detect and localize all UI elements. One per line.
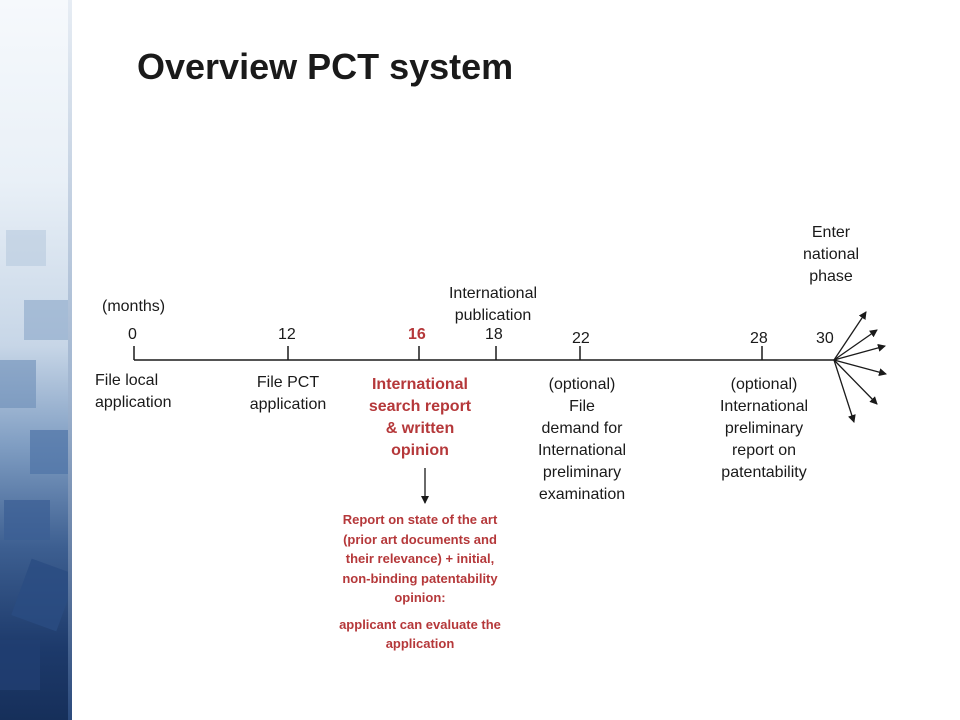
sidebar-edge bbox=[68, 0, 72, 720]
sidebar-shape bbox=[6, 230, 46, 266]
event-line: File PCT bbox=[256, 374, 320, 391]
sidebar-shape bbox=[24, 300, 68, 340]
tick-label-28: 28 bbox=[750, 330, 768, 347]
branch-arrow-5 bbox=[833, 359, 878, 405]
event-line: patentability bbox=[721, 464, 807, 481]
search-report-note: Report on state of the art (prior art do… bbox=[305, 510, 535, 654]
event-line: report on bbox=[731, 442, 797, 459]
event-line: application bbox=[95, 394, 172, 411]
branch-arrow-1 bbox=[833, 311, 867, 361]
note-line: Report on state of the art bbox=[342, 512, 498, 527]
event-line: national bbox=[802, 246, 860, 263]
sidebar-shape bbox=[4, 500, 50, 540]
event-line: International bbox=[537, 442, 627, 459]
event-line: International bbox=[448, 285, 538, 302]
branch-arrow-2 bbox=[833, 329, 878, 361]
axis-unit-label: (months) bbox=[102, 298, 166, 315]
sidebar-shape bbox=[0, 360, 36, 408]
event-line: (optional) bbox=[548, 376, 616, 393]
event-line: opinion bbox=[391, 442, 449, 459]
event-line: & written bbox=[385, 420, 455, 437]
event-line: examination bbox=[538, 486, 626, 503]
branch-arrow-3 bbox=[833, 343, 886, 361]
sidebar-shape bbox=[30, 430, 70, 474]
event-line: application bbox=[249, 396, 327, 413]
note-line: (prior art documents and bbox=[343, 531, 497, 547]
page-title: Overview PCT system bbox=[137, 46, 514, 87]
note-line: opinion: bbox=[394, 590, 446, 605]
event-line: demand for bbox=[541, 420, 623, 437]
note-line: non-binding patentability bbox=[342, 570, 498, 586]
event-line: phase bbox=[809, 268, 853, 285]
note-line: applicant can evaluate the bbox=[339, 616, 501, 632]
branch-arrow-6 bbox=[833, 359, 856, 423]
event-line: publication bbox=[454, 307, 532, 324]
event-line: File bbox=[569, 398, 595, 415]
tick-label-0: 0 bbox=[128, 326, 137, 343]
event-file-pct: File PCT application bbox=[232, 372, 344, 416]
event-line: International bbox=[371, 376, 468, 393]
event-iprp: (optional) International preliminary rep… bbox=[700, 374, 828, 484]
event-line: preliminary bbox=[542, 464, 622, 481]
event-line: preliminary bbox=[724, 420, 804, 437]
event-file-local: File local application bbox=[95, 370, 172, 414]
event-line: search report bbox=[368, 398, 472, 415]
tick-label-30: 30 bbox=[816, 330, 834, 347]
tick-label-16: 16 bbox=[408, 326, 426, 343]
event-intl-publication: International publication bbox=[430, 283, 556, 327]
event-line: Enter bbox=[811, 224, 851, 241]
tick-label-22: 22 bbox=[572, 330, 590, 347]
event-demand: (optional) File demand for International… bbox=[520, 374, 644, 506]
branch-arrow-4 bbox=[833, 359, 887, 377]
sidebar-shape bbox=[0, 640, 40, 690]
event-line: File local bbox=[95, 372, 159, 389]
event-line: (optional) bbox=[730, 376, 798, 393]
tick-label-12: 12 bbox=[278, 326, 296, 343]
event-line: International bbox=[719, 398, 809, 415]
note-line: their relevance) + initial, bbox=[345, 551, 495, 566]
decorative-sidebar bbox=[0, 0, 72, 720]
event-national-phase: Enter national phase bbox=[786, 222, 876, 288]
event-search-report: International search report & written op… bbox=[350, 374, 490, 462]
tick-label-18: 18 bbox=[485, 326, 503, 343]
note-spacer bbox=[305, 608, 535, 615]
note-line: application bbox=[385, 636, 455, 651]
